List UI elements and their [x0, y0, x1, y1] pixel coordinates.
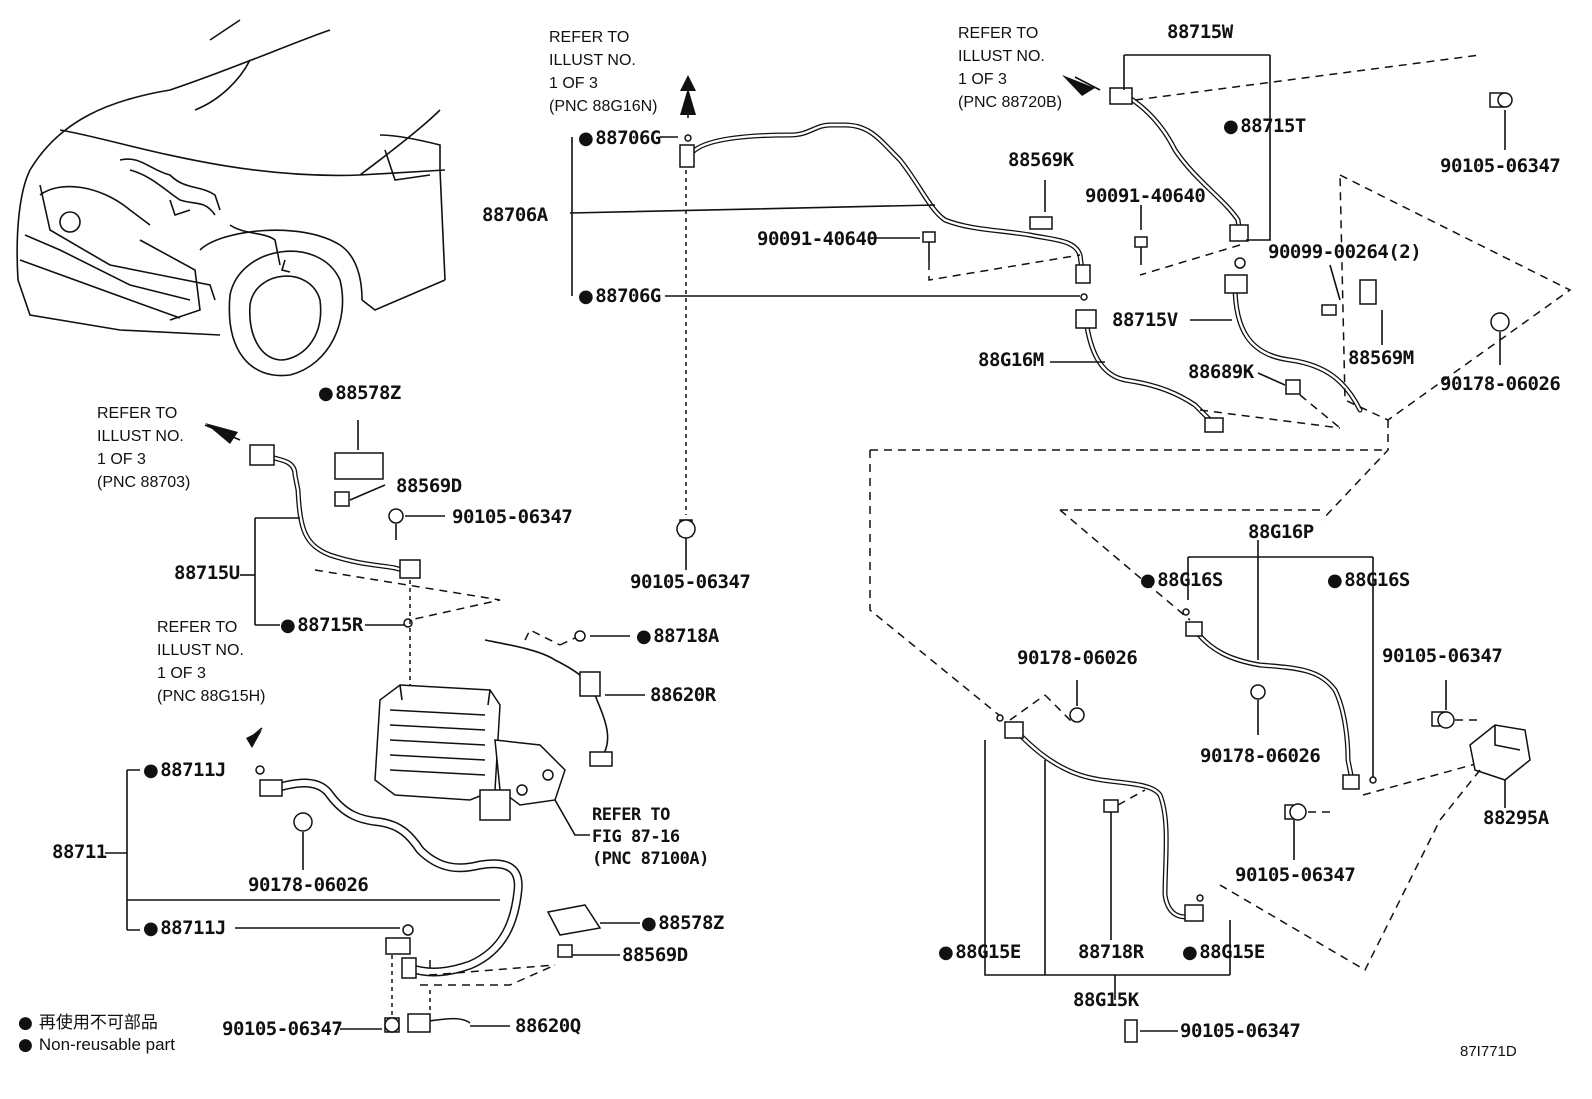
bullet-icon: ●: [18, 1035, 33, 1055]
legend-text-en: Non-reusable part: [38, 1035, 175, 1054]
refer-note-line: (PNC 88G15H): [157, 688, 266, 705]
label-88711J-bottom: 88711J: [143, 918, 226, 939]
refer-note-line: ILLUST NO.: [157, 642, 244, 659]
label-88689K: 88689K: [1188, 361, 1254, 383]
refer-note-line: ILLUST NO.: [958, 48, 1045, 65]
refer-note-line: REFER TO: [592, 805, 670, 825]
label-90099-00264: 90099-00264(2): [1268, 241, 1422, 263]
label-88711: 88711: [52, 841, 107, 863]
hose-88715V: [1224, 274, 1363, 413]
hose-88G16M: [1075, 309, 1224, 433]
refer-note-line: (PNC 88703): [97, 474, 191, 491]
label-90105-06347-bottom-left: 90105-06347: [222, 1018, 343, 1040]
label-88711J-top: 88711J: [143, 760, 226, 781]
hose-88706A: [679, 122, 1091, 301]
label-90178-06026-mid1: 90178-06026: [1017, 647, 1138, 669]
label-88G16S-right: 88G16S: [1327, 570, 1410, 591]
label-88718A: 88718A: [636, 626, 719, 647]
label-88715V: 88715V: [1112, 309, 1178, 331]
label-88715R: 88715R: [280, 615, 363, 636]
label-90105-06347-right1: 90105-06347: [1382, 645, 1503, 667]
refer-note-line: FIG 87-16: [592, 827, 680, 847]
label-90105-06347-top-right: 90105-06347: [1440, 155, 1561, 177]
legend-text-jp: 再使用不可部品: [38, 1013, 158, 1032]
refer-note-88G15H: REFER TO ILLUST NO. 1 OF 3 (PNC 88G15H): [157, 616, 265, 708]
refer-note-88720B: REFER TO ILLUST NO. 1 OF 3 (PNC 88720B): [958, 22, 1062, 114]
label-90178-06026-right: 90178-06026: [1440, 373, 1561, 395]
hose-88711: [259, 778, 523, 979]
label-88569D-bottom: 88569D: [622, 944, 688, 966]
legend: ● 再使用不可部品 ● Non-reusable part: [18, 1012, 175, 1056]
label-88G16S-left: 88G16S: [1140, 570, 1223, 591]
label-88295A: 88295A: [1483, 807, 1549, 829]
label-88578Z-top: 88578Z: [318, 383, 401, 404]
refer-note-line: REFER TO: [958, 25, 1039, 42]
refer-note-line: ILLUST NO.: [549, 52, 636, 69]
label-88715U: 88715U: [174, 562, 240, 584]
bracket-88295A: [1469, 724, 1531, 781]
label-90105-06347-bottom: 90105-06347: [1180, 1020, 1301, 1042]
label-90091-40640-b: 90091-40640: [1085, 185, 1206, 207]
label-88569M: 88569M: [1348, 347, 1414, 369]
label-88G15E-right: 88G15E: [1182, 942, 1265, 963]
label-90178-06026-left: 90178-06026: [248, 874, 369, 896]
legend-row-en: ● Non-reusable part: [18, 1034, 175, 1056]
label-88718R: 88718R: [1078, 941, 1144, 963]
label-88706G-top: 88706G: [578, 128, 661, 149]
label-88706G-bottom: 88706G: [578, 286, 661, 307]
label-90105-06347-mid-left: 90105-06347: [452, 506, 573, 528]
vehicle-sketch: [16, 19, 446, 377]
figure-id: 87I771D: [1460, 1043, 1517, 1060]
refer-note-line: 1 OF 3: [97, 451, 146, 468]
label-90178-06026-mid2: 90178-06026: [1200, 745, 1321, 767]
bullet-icon: ●: [18, 1013, 33, 1033]
refer-note-line: 1 OF 3: [958, 71, 1007, 88]
refer-note-line: (PNC 87100A): [592, 849, 709, 869]
label-88578Z-bottom: 88578Z: [641, 913, 724, 934]
label-88G16P: 88G16P: [1248, 521, 1314, 543]
label-90105-06347-right2: 90105-06347: [1235, 864, 1356, 886]
refer-note-line: REFER TO: [97, 405, 178, 422]
refer-note-line: 1 OF 3: [549, 75, 598, 92]
label-88G16M: 88G16M: [978, 349, 1044, 371]
label-88706A: 88706A: [482, 204, 548, 226]
label-88620R: 88620R: [650, 684, 716, 706]
refer-note-line: ILLUST NO.: [97, 428, 184, 445]
hose-88715U: [249, 444, 421, 628]
refer-note-88G16N: REFER TO ILLUST NO. 1 OF 3 (PNC 88G16N): [549, 26, 657, 118]
harness-88620R: [484, 639, 613, 767]
legend-row-jp: ● 再使用不可部品: [18, 1012, 175, 1034]
refer-note-line: 1 OF 3: [157, 665, 206, 682]
label-88569K: 88569K: [1008, 149, 1074, 171]
refer-note-87100A: REFER TO FIG 87-16 (PNC 87100A): [592, 804, 709, 870]
label-88715W: 88715W: [1167, 21, 1233, 43]
label-88715T: 88715T: [1223, 116, 1306, 137]
hose-88G15K: [996, 714, 1204, 922]
refer-note-88703: REFER TO ILLUST NO. 1 OF 3 (PNC 88703): [97, 402, 190, 494]
refer-note-line: (PNC 88G16N): [549, 98, 658, 115]
refer-note-line: REFER TO: [549, 29, 630, 46]
hose-88715W: [1109, 87, 1249, 269]
label-90105-06347-middle: 90105-06347: [630, 571, 751, 593]
oil-cooler: [374, 684, 566, 821]
refer-note-line: REFER TO: [157, 619, 238, 636]
hose-88G16P: [1182, 608, 1377, 790]
label-88569D-top: 88569D: [396, 475, 462, 497]
label-90091-40640-a: 90091-40640: [757, 228, 878, 250]
refer-note-line: (PNC 88720B): [958, 94, 1063, 111]
label-88G15E-left: 88G15E: [938, 942, 1021, 963]
label-88G15K: 88G15K: [1073, 989, 1139, 1011]
label-88620Q: 88620Q: [515, 1015, 581, 1037]
